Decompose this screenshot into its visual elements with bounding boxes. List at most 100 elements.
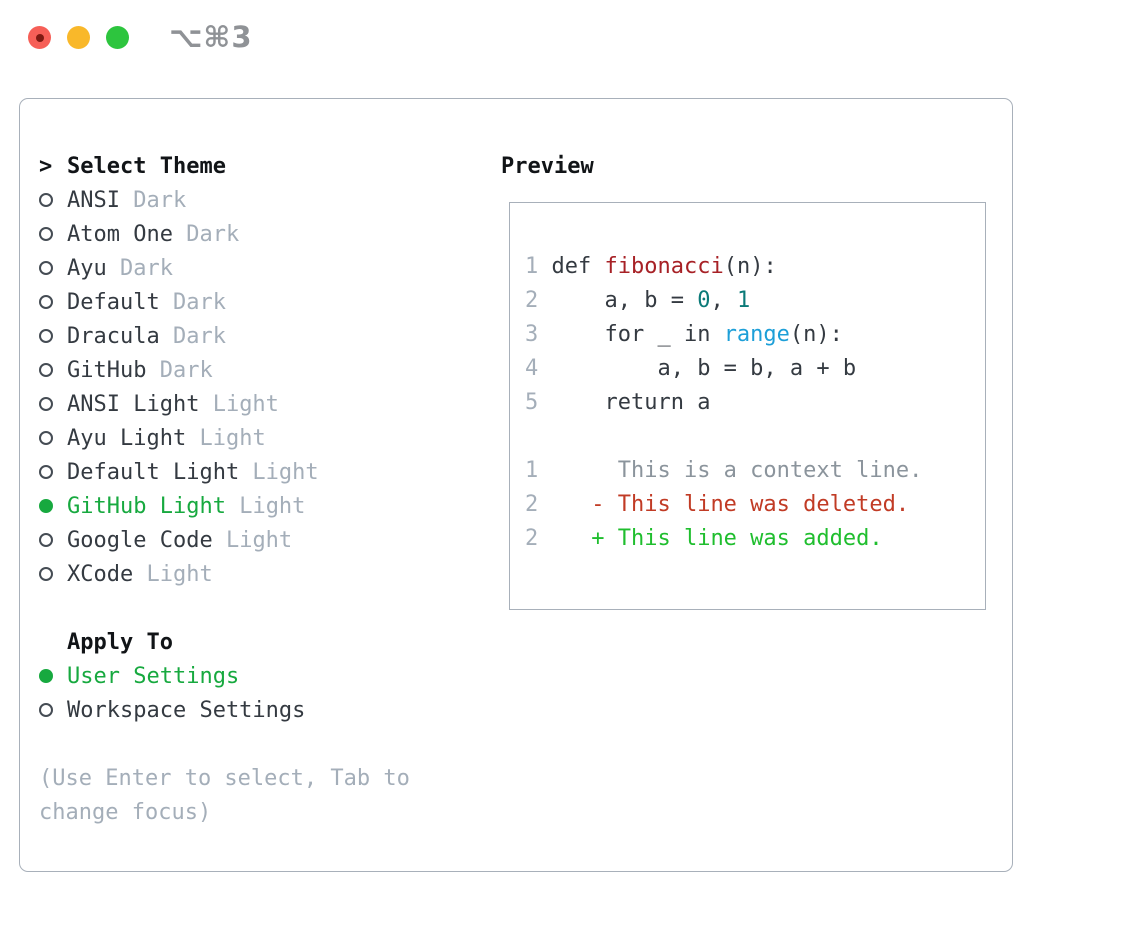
theme-variant-label: Light	[186, 425, 266, 451]
unselected-radio-icon	[39, 533, 53, 547]
theme-label: Atom One	[67, 221, 173, 247]
theme-label: Google Code	[67, 527, 213, 553]
token-num: 2	[525, 288, 539, 313]
token-code: return a	[538, 390, 711, 415]
token-code: def	[551, 254, 605, 279]
apply-to-title: Apply To	[67, 629, 173, 655]
apply-target-label: User Settings	[67, 663, 240, 689]
theme-variant-label: Light	[133, 561, 213, 587]
apply-target-option[interactable]: User Settings	[39, 659, 410, 693]
selected-radio-icon	[39, 669, 53, 683]
token-code: ,	[710, 288, 737, 313]
preview-line: 1 def fibonacci(n):	[525, 250, 985, 284]
theme-option[interactable]: GitHub Light Light	[39, 489, 410, 523]
token-code: (n):	[789, 322, 843, 347]
theme-option[interactable]: ANSI Light Light	[39, 387, 410, 421]
preview-line: 2 - This line was deleted.	[525, 488, 985, 522]
spacer-row	[39, 727, 410, 761]
theme-option[interactable]: XCode Light	[39, 557, 410, 591]
preview-line: 1 This is a context line.	[525, 454, 985, 488]
preview-title: Preview	[501, 153, 594, 179]
theme-option[interactable]: Ayu Dark	[39, 251, 410, 285]
token-number: 0	[697, 288, 711, 313]
theme-label: Default	[67, 289, 160, 315]
theme-label: Default Light	[67, 459, 240, 485]
token-num: 3	[525, 322, 539, 347]
theme-label: ANSI Light	[67, 391, 200, 417]
token-deleted: - This line was deleted.	[591, 492, 910, 517]
help-text-line: (Use Enter to select, Tab to	[39, 765, 410, 791]
preview-line: 5 return a	[525, 386, 985, 420]
token-num: 1	[525, 254, 552, 279]
spacer-row	[39, 591, 410, 625]
close-button[interactable]	[28, 26, 51, 49]
theme-label: XCode	[67, 561, 134, 587]
apply-target-option[interactable]: Workspace Settings	[39, 693, 410, 727]
unselected-radio-icon	[39, 363, 53, 377]
minimize-button[interactable]	[67, 26, 90, 49]
theme-variant-label: Light	[239, 459, 319, 485]
theme-option[interactable]: Google Code Light	[39, 523, 410, 557]
unselected-radio-icon	[39, 261, 53, 275]
unselected-radio-icon	[39, 329, 53, 343]
zoom-button[interactable]	[106, 26, 129, 49]
theme-option[interactable]: GitHub Dark	[39, 353, 410, 387]
apply-target-label: Workspace Settings	[67, 697, 306, 723]
unselected-radio-icon	[39, 227, 53, 241]
preview-line: 2 a, b = 0, 1	[525, 284, 985, 318]
theme-variant-label: Dark	[146, 357, 213, 383]
theme-variant-label: Dark	[106, 255, 173, 281]
theme-label: ANSI	[67, 187, 120, 213]
token-num: 5	[525, 390, 539, 415]
theme-label: GitHub	[67, 357, 147, 383]
apply-to-header: Apply To	[39, 625, 410, 659]
token-added: + This line was added.	[591, 526, 883, 551]
token-fname: fibonacci	[604, 254, 724, 279]
unselected-radio-icon	[39, 703, 53, 717]
theme-option[interactable]: Dracula Dark	[39, 319, 410, 353]
theme-label: GitHub Light	[67, 493, 226, 519]
token-number: 1	[736, 288, 751, 313]
close-dot-icon	[35, 33, 44, 42]
token-num: 2	[525, 492, 539, 517]
help-text-line: change focus)	[39, 799, 212, 825]
theme-option[interactable]: Ayu Light Light	[39, 421, 410, 455]
theme-variant-label: Light	[199, 391, 279, 417]
window-shortcut-label: ⌥⌘3	[169, 20, 253, 54]
token-code: (n):	[723, 254, 777, 279]
theme-option[interactable]: ANSI Dark	[39, 183, 410, 217]
titlebar: ⌥⌘3	[28, 20, 253, 54]
unselected-radio-icon	[39, 567, 53, 581]
theme-variant-label: Dark	[159, 323, 226, 349]
theme-option[interactable]: Default Dark	[39, 285, 410, 319]
token-num: 2	[525, 526, 539, 551]
token-code: a, b = b, a + b	[538, 356, 857, 381]
preview-line: 2 + This line was added.	[525, 522, 985, 556]
theme-option[interactable]: Atom One Dark	[39, 217, 410, 251]
theme-option[interactable]: Default Light Light	[39, 455, 410, 489]
theme-label: Dracula	[67, 323, 160, 349]
token-code	[538, 526, 591, 551]
token-builtin: range	[723, 322, 790, 347]
token-code	[538, 492, 591, 517]
select-theme-title: Select Theme	[67, 153, 226, 179]
theme-label: Ayu Light	[67, 425, 187, 451]
unselected-radio-icon	[39, 193, 53, 207]
selected-radio-icon	[39, 499, 53, 513]
theme-label: Ayu	[67, 255, 107, 281]
active-section-caret-icon: >	[39, 153, 53, 179]
unselected-radio-icon	[39, 431, 53, 445]
token-num: 1	[525, 458, 539, 483]
preview-line: 3 for _ in range(n):	[525, 318, 985, 352]
token-context: This is a context line.	[538, 458, 923, 483]
theme-variant-label: Light	[225, 493, 306, 519]
preview-line	[525, 420, 985, 454]
unselected-radio-icon	[39, 465, 53, 479]
token-num: 4	[525, 356, 539, 381]
unselected-radio-icon	[39, 295, 53, 309]
token-code: for _ in	[538, 322, 724, 347]
select-theme-header: > Select Theme	[39, 149, 410, 183]
